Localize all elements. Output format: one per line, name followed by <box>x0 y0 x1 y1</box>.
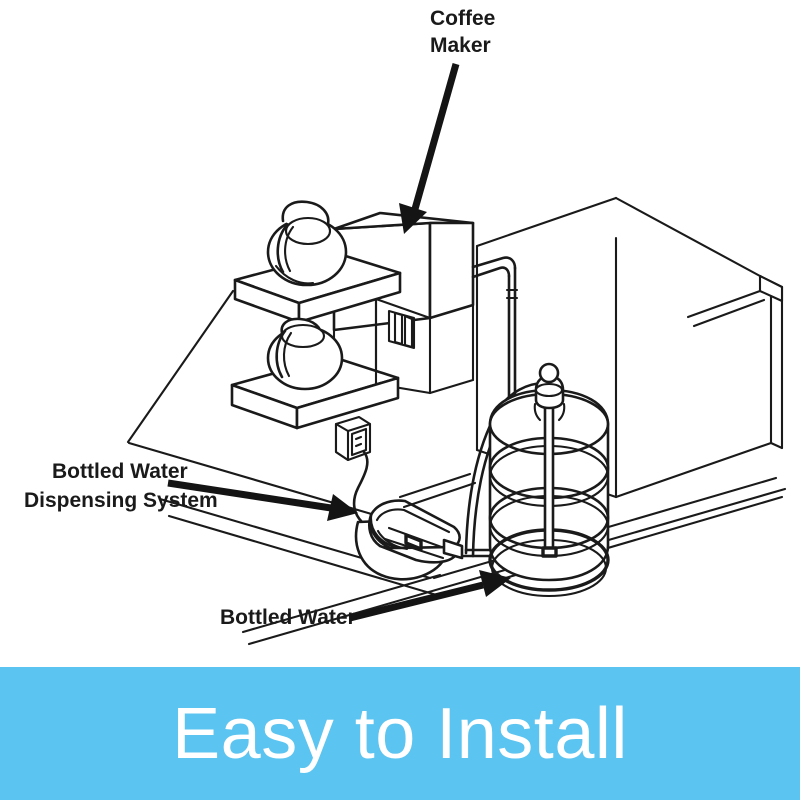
wall-edge-left <box>126 289 235 444</box>
coffee-maker-label-line1: Coffee <box>430 7 495 30</box>
banner-title: Easy to Install <box>172 693 628 774</box>
bottle-probe <box>533 362 566 558</box>
dispensing-label-line1: Bottled Water <box>52 460 188 483</box>
wall-outlet <box>334 415 372 462</box>
dispensing-system-arrow <box>167 479 358 521</box>
dispensing-label-line2: Dispensing System <box>24 489 218 512</box>
upper-carafe <box>266 200 348 287</box>
countertop <box>686 274 784 328</box>
bottled-water-arrow <box>349 570 511 622</box>
coffee-maker-label-line2: Maker <box>430 34 491 57</box>
banner: Easy to Install <box>0 667 800 800</box>
dispensing-pump-unit <box>354 499 464 581</box>
coffee-maker-arrow <box>399 63 460 234</box>
callout-bottled-water: Bottled Water <box>220 570 511 629</box>
bottled-water-label: Bottled Water <box>220 606 356 629</box>
lower-carafe <box>266 317 344 391</box>
callout-coffee-maker: Coffee Maker <box>399 7 495 234</box>
shelf-guide-lines <box>398 472 477 509</box>
callout-dispensing-system: Bottled Water Dispensing System <box>24 460 358 521</box>
